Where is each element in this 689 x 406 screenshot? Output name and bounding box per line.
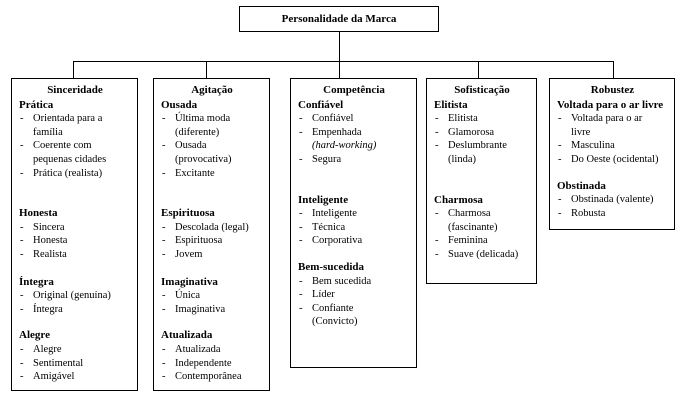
list-item: Técnica [298, 221, 410, 235]
group-voltada-ar-livre: Voltada para o ar livre Voltada para o a… [557, 99, 668, 167]
list-item: Suave (delicada) [434, 248, 530, 262]
group-confiavel: Confiável Confiável Empenhada (hard-worki… [298, 99, 410, 167]
list-item: Corporativa [298, 234, 410, 248]
list-item: Masculina [557, 139, 668, 153]
list-item-note: (hard-working) [312, 140, 377, 152]
list-item: Excitante [161, 167, 263, 181]
list-item: Segura [298, 153, 410, 167]
group-title: Íntegra [19, 275, 54, 288]
list-item: Líder [298, 288, 410, 302]
list-item: Confiável [298, 112, 410, 126]
list-item: Sentimental [19, 357, 131, 371]
group-atualizada: Atualizada Atualizada Independente Conte… [161, 329, 263, 383]
column-sinceridade: Sinceridade Prática Orientada para afamí… [11, 78, 138, 391]
column-title: Agitação [191, 84, 233, 96]
column-agitacao: Agitação Ousada Última moda(diferente) O… [153, 78, 270, 391]
list-item: Robusta [557, 207, 668, 221]
group-title: Prática [19, 98, 54, 111]
list-item: Glamorosa [434, 126, 530, 140]
list-item: Charmosa(fascinante) [434, 207, 530, 234]
group-ousada: Ousada Última moda(diferente) Ousada(pro… [161, 99, 263, 181]
group-title: Honesta [19, 207, 58, 220]
list-item: Prática (realista) [19, 167, 131, 181]
column-title: Sofisticação [454, 84, 510, 96]
group-honesta: Honesta Sincera Honesta Realista [19, 207, 131, 261]
list-item: Elitista [434, 112, 530, 126]
column-competencia: Competência Confiável Confiável Empenhad… [290, 78, 417, 368]
list-item: Ousada(provocativa) [161, 139, 263, 166]
list-item: Única [161, 289, 263, 303]
list-item: Feminina [434, 234, 530, 248]
group-title: Atualizada [161, 329, 213, 342]
column-sofisticacao: Sofisticação Elitista Elitista Glamorosa… [426, 78, 537, 284]
list-item: Original (genuína) [19, 289, 131, 303]
group-title: Ousada [161, 98, 198, 111]
group-title: Elitista [434, 98, 468, 111]
list-item: Atualizada [161, 343, 263, 357]
group-bem-sucedida: Bem-sucedida Bem sucedida Líder Confiant… [298, 261, 410, 329]
group-integra: Íntegra Original (genuína) Íntegra [19, 276, 131, 317]
group-imaginativa: Imaginativa Única Imaginativa [161, 276, 263, 317]
list-item: Empenhada (hard-working) [298, 126, 410, 153]
list-item: Alegre [19, 343, 131, 357]
group-title: Inteligente [298, 193, 349, 206]
column-title: Competência [323, 84, 385, 96]
list-item: Confiante(Convicto) [298, 302, 410, 329]
group-title: Charmosa [434, 193, 483, 206]
group-charmosa: Charmosa Charmosa(fascinante) Feminina S… [434, 194, 530, 262]
list-item: Do Oeste (ocidental) [557, 153, 668, 167]
list-item: Obstinada (valente) [557, 193, 668, 207]
list-item: Última moda(diferente) [161, 112, 263, 139]
group-title: Obstinada [557, 179, 606, 192]
column-title: Robustez [590, 84, 635, 96]
list-item: Íntegra [19, 303, 131, 317]
list-item: Descolada (legal) [161, 221, 263, 235]
list-item: Bem sucedida [298, 275, 410, 289]
group-title: Voltada para o ar livre [557, 98, 664, 111]
list-item-text: Empenhada [312, 126, 362, 138]
group-espirituosa: Espirituosa Descolada (legal) Espirituos… [161, 207, 263, 261]
list-item: Honesta [19, 234, 131, 248]
list-item: Independente [161, 357, 263, 371]
group-alegre: Alegre Alegre Sentimental Amigável [19, 329, 131, 383]
column-title: Sinceridade [47, 84, 103, 96]
group-title: Imaginativa [161, 275, 218, 288]
group-title: Confiável [298, 98, 344, 111]
group-elitista: Elitista Elitista Glamorosa Deslumbrante… [434, 99, 530, 167]
group-title: Alegre [19, 329, 50, 342]
list-item: Realista [19, 248, 131, 262]
list-item: Jovem [161, 248, 263, 262]
group-inteligente: Inteligente Inteligente Técnica Corporat… [298, 194, 410, 248]
list-item: Sincera [19, 221, 131, 235]
column-robustez: Robustez Voltada para o ar livre Voltada… [549, 78, 675, 230]
root-node: Personalidade da Marca [239, 6, 439, 32]
list-item: Inteligente [298, 207, 410, 221]
list-item: Deslumbrante(linda) [434, 139, 530, 166]
list-item: Amigável [19, 370, 131, 384]
group-obstinada: Obstinada Obstinada (valente) Robusta [557, 180, 668, 221]
group-title: Bem-sucedida [298, 260, 364, 273]
root-label: Personalidade da Marca [281, 13, 397, 25]
list-item: Imaginativa [161, 303, 263, 317]
list-item: Espirituosa [161, 234, 263, 248]
group-title: Espirituosa [161, 207, 215, 220]
list-item: Contemporânea [161, 370, 263, 384]
